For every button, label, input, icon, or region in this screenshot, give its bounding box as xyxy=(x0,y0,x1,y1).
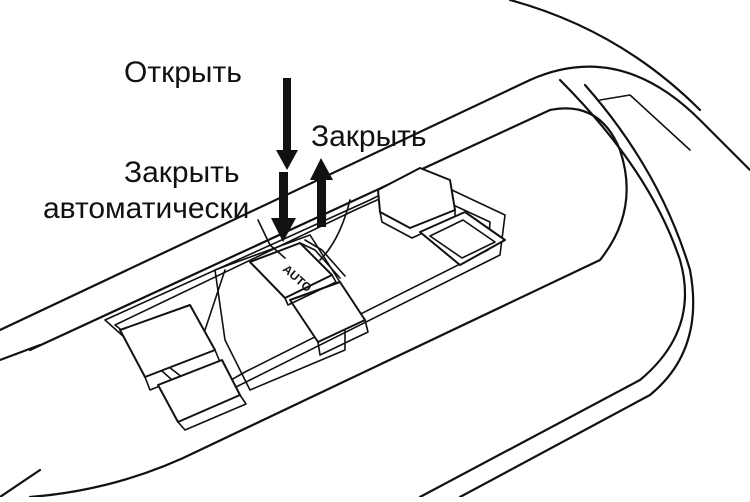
open-label: Открыть xyxy=(124,56,242,89)
center-switch-block xyxy=(214,234,346,391)
rear-right-switch-inner xyxy=(429,219,496,259)
close-leader-line xyxy=(319,199,351,261)
lock-switch xyxy=(377,167,456,229)
lock-switch-front xyxy=(379,209,456,239)
auto-close-label-line2: автоматически xyxy=(43,192,250,225)
door-trim-curve-inner xyxy=(458,83,695,499)
armrest-front-edge xyxy=(0,343,42,362)
auto-leader-line xyxy=(257,219,286,259)
close-arrow-shaft xyxy=(317,175,326,227)
close-label: Закрыть xyxy=(311,120,427,153)
door-trim-top-line xyxy=(0,65,750,332)
rear-right-switch xyxy=(419,211,506,266)
open-arrow-head xyxy=(276,150,298,170)
armrest-panel-outline xyxy=(28,107,628,499)
auto-arrow-shaft xyxy=(279,172,288,224)
front-left-lower-switch xyxy=(157,359,241,423)
auto-switch-ridges xyxy=(299,239,346,279)
auto-arrow-head xyxy=(271,218,296,242)
door-trim-curve-outer xyxy=(418,78,687,499)
door-trim-edge xyxy=(508,0,702,112)
auto-close-label-line1: Закрыть xyxy=(124,156,240,189)
close-arrow-head xyxy=(310,158,333,180)
armrest-bottom-edge xyxy=(0,468,42,499)
open-arrow-shaft xyxy=(283,78,291,156)
auto-switch-side xyxy=(284,274,337,306)
door-trim-seam xyxy=(599,94,691,151)
switch-guide-line xyxy=(204,269,226,331)
front-left-lower-switch-face xyxy=(177,394,247,431)
driver-lower-switch-face xyxy=(317,319,369,356)
